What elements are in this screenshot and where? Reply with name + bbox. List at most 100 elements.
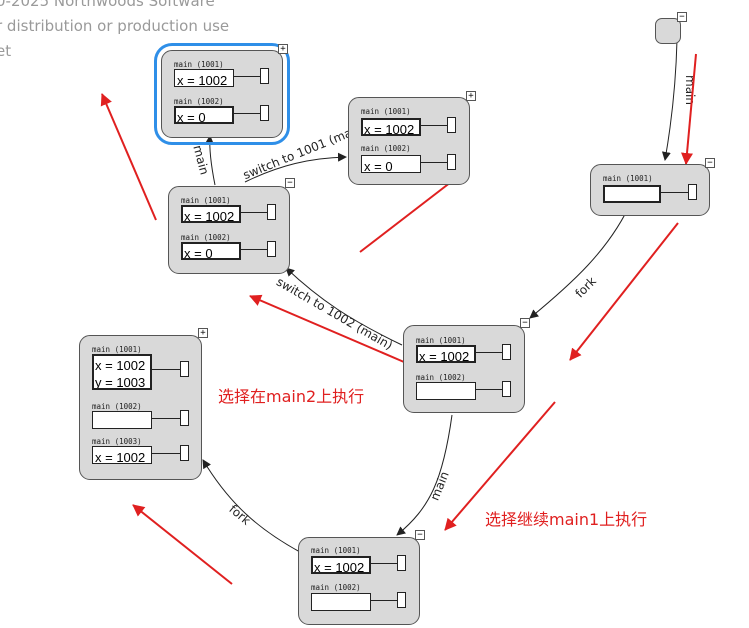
variable-value: x = 0 [184, 246, 213, 260]
port-connector [152, 418, 180, 419]
expand-icon[interactable]: + [278, 44, 288, 54]
thread-label: main (1001) [181, 196, 231, 205]
watermark-line-1: 0-2025 Northwoods Software [0, 0, 215, 10]
variable-value [606, 188, 658, 201]
port-connector [476, 389, 502, 390]
thread-port[interactable] [447, 154, 456, 170]
thread-value-box[interactable]: x = 0 [361, 155, 421, 173]
edge-label-main-3: main [428, 469, 452, 502]
edge-root-to-n1 [661, 39, 678, 161]
thread-value-box[interactable] [603, 185, 661, 203]
variable-value [419, 385, 473, 399]
collapse-icon[interactable]: − [705, 158, 715, 168]
thread-value-box[interactable]: x = 1002 [361, 118, 421, 136]
collapse-icon[interactable]: − [520, 318, 530, 328]
edge-n2-to-n6 [396, 414, 453, 536]
red-arrow-1 [100, 93, 157, 221]
port-connector [241, 212, 267, 213]
thread-value-box[interactable]: x = 0 [181, 242, 241, 260]
thread-value-box[interactable] [92, 411, 152, 429]
variable-value: y = 1003 [95, 375, 146, 390]
state-node-3[interactable]: main (1001) x = 1002 main (1002) x = 0 [168, 186, 290, 274]
thread-port[interactable] [180, 410, 189, 426]
port-connector [371, 563, 397, 564]
edge-n6-to-n7 [202, 459, 301, 553]
thread-label: main (1001) [361, 107, 411, 116]
variable-value: x = 0 [364, 159, 393, 173]
variable-value: x = 1002 [184, 209, 235, 223]
collapse-icon[interactable]: − [415, 530, 425, 540]
red-arrow-6 [444, 401, 556, 531]
state-node-2[interactable]: main (1001)x = 1002 main (1002) [403, 325, 525, 413]
thread-value-box[interactable]: x = 1002 [311, 556, 371, 574]
expand-icon[interactable]: + [198, 328, 208, 338]
variable-value: x = 0 [177, 110, 206, 124]
thread-label: main (1001) [416, 336, 466, 345]
edge-n3-to-n4 [204, 135, 216, 186]
annotation-choose-main2: 选择在main2上执行 [218, 387, 365, 406]
port-connector [152, 453, 180, 454]
watermark-line-3: et [0, 42, 12, 60]
thread-value-box[interactable]: x = 0 [174, 106, 234, 124]
thread-port[interactable] [447, 117, 456, 133]
variable-value: x = 1002 [95, 358, 146, 373]
watermark-line-2: r distribution or production use [0, 17, 230, 35]
thread-port[interactable] [502, 344, 511, 360]
edge-n1-to-n2 [529, 199, 633, 319]
port-connector [234, 76, 260, 77]
edge-label-fork-1: fork [572, 274, 599, 301]
thread-port[interactable] [260, 68, 269, 84]
thread-port[interactable] [180, 445, 189, 461]
thread-port[interactable] [180, 361, 189, 377]
thread-port[interactable] [397, 555, 406, 571]
port-connector [476, 352, 502, 353]
edge-n2-to-n3 [285, 267, 403, 346]
port-connector [421, 162, 447, 163]
red-arrow-7 [132, 504, 233, 585]
expand-icon[interactable]: + [466, 91, 476, 101]
state-node-1[interactable]: main (1001) [590, 164, 710, 216]
thread-port[interactable] [267, 204, 276, 220]
thread-label: main (1001) [603, 174, 653, 183]
edge-label-main-1: main [683, 75, 697, 105]
thread-value-box[interactable]: x = 1002 [416, 345, 476, 363]
edge-n3-to-n5 [244, 152, 347, 183]
thread-value-box[interactable]: x = 1002 [174, 69, 234, 87]
thread-label: main (1001) [92, 345, 142, 354]
port-connector [152, 369, 180, 370]
thread-port[interactable] [267, 241, 276, 257]
variable-value: x = 1002 [177, 73, 228, 87]
root-node[interactable] [655, 18, 681, 44]
thread-value-box[interactable]: x = 1002 [92, 446, 152, 464]
thread-label: main (1001) [311, 546, 361, 555]
thread-label: main (1002) [174, 97, 224, 106]
thread-label: main (1002) [181, 233, 231, 242]
thread-label: main (1003) [92, 437, 142, 446]
thread-port[interactable] [502, 381, 511, 397]
collapse-icon[interactable]: − [677, 12, 687, 22]
thread-port[interactable] [260, 105, 269, 121]
edge-label-fork-2: fork [226, 502, 253, 528]
port-connector [421, 125, 447, 126]
edge-label-main-2: main [190, 144, 211, 177]
collapse-icon[interactable]: − [285, 178, 295, 188]
thread-value-box[interactable]: x = 1002 [181, 205, 241, 223]
variable-value: x = 1002 [364, 122, 415, 136]
thread-port[interactable] [688, 184, 697, 200]
thread-value-box[interactable]: x = 1002 y = 1003 [92, 354, 152, 390]
thread-label: main (1002) [416, 373, 466, 382]
port-connector [234, 113, 260, 114]
variable-value [95, 414, 149, 428]
thread-port[interactable] [397, 592, 406, 608]
thread-value-box[interactable] [416, 382, 476, 400]
red-arrow-4 [569, 222, 679, 361]
variable-value: x = 1002 [314, 560, 365, 574]
thread-value-box[interactable] [311, 593, 371, 611]
red-arrow-3 [681, 53, 697, 165]
